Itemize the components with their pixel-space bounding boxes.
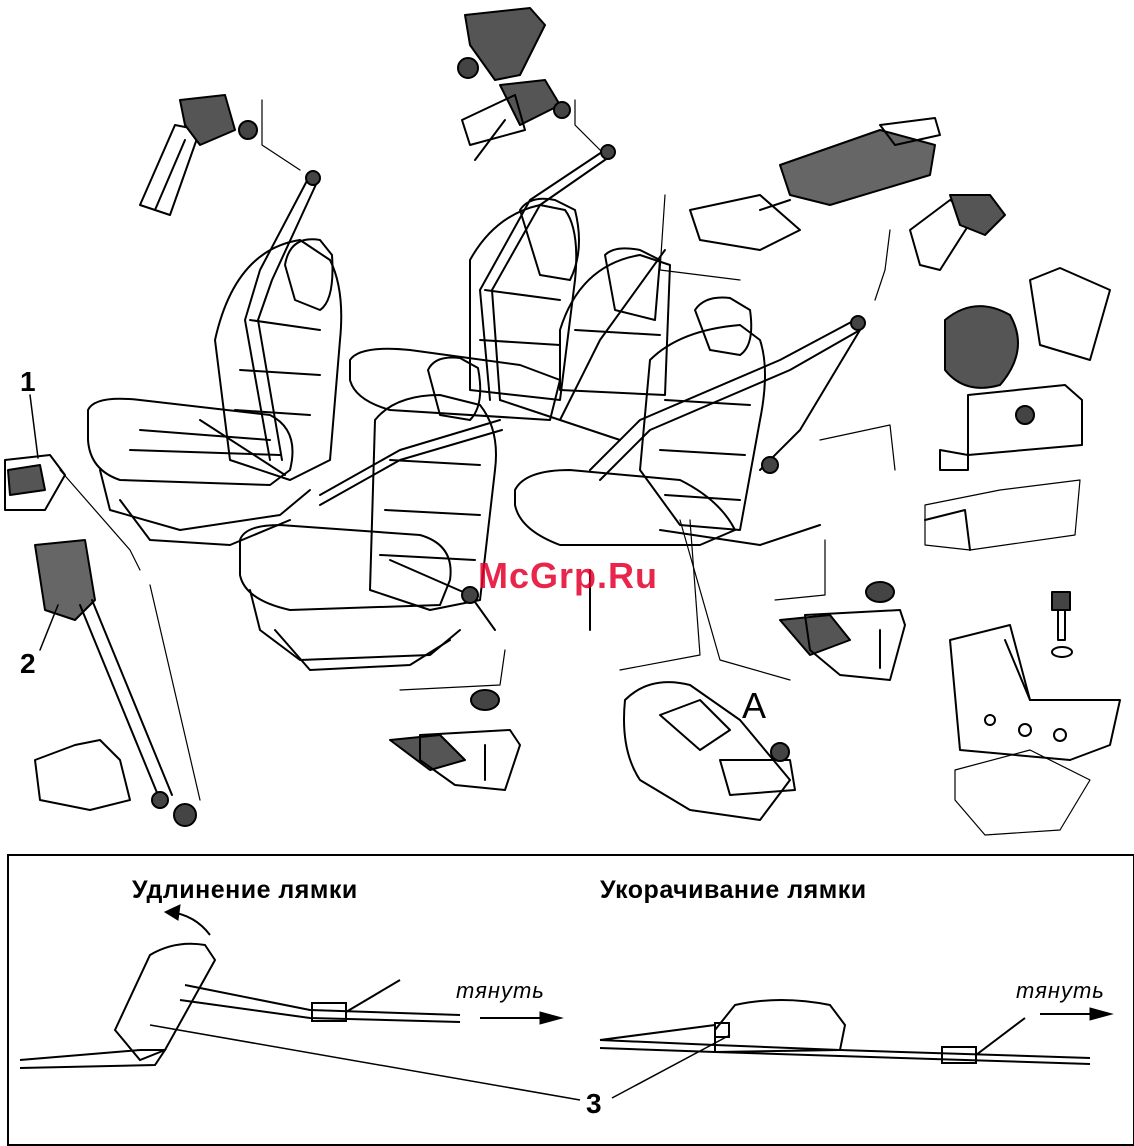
detail-a-anchor <box>624 682 795 820</box>
buckle-stalk-assembly <box>5 455 200 826</box>
callout-2: 2 <box>20 650 36 678</box>
lower-anchor-detail-right <box>780 582 905 680</box>
mounting-bracket-detail <box>950 592 1120 835</box>
watermark: McGrp.Ru <box>478 555 658 597</box>
upper-anchor-detail-center <box>458 8 570 160</box>
retractor-reel-unit <box>925 268 1110 550</box>
front-right-seat <box>240 358 496 671</box>
lower-anchor-detail-center <box>390 690 520 790</box>
buckle-detail-top <box>690 118 940 250</box>
retractor-anchor-detail <box>910 195 1005 270</box>
upper-anchor-detail-left <box>140 95 257 215</box>
callout-1: 1 <box>20 368 36 396</box>
pull-label-left: тянуть <box>456 980 545 1002</box>
front-left-seat <box>88 239 341 545</box>
shorten-title: Укорачивание лямки <box>600 878 867 903</box>
pull-label-right: тянуть <box>1016 980 1105 1002</box>
rear-right-belt <box>590 316 865 545</box>
callout-detail-a: A <box>742 688 766 724</box>
front-left-belt <box>200 171 320 475</box>
callout-3: 3 <box>586 1090 602 1118</box>
front-right-belt <box>320 420 590 630</box>
lengthen-title: Удлинение лямки <box>132 878 358 903</box>
